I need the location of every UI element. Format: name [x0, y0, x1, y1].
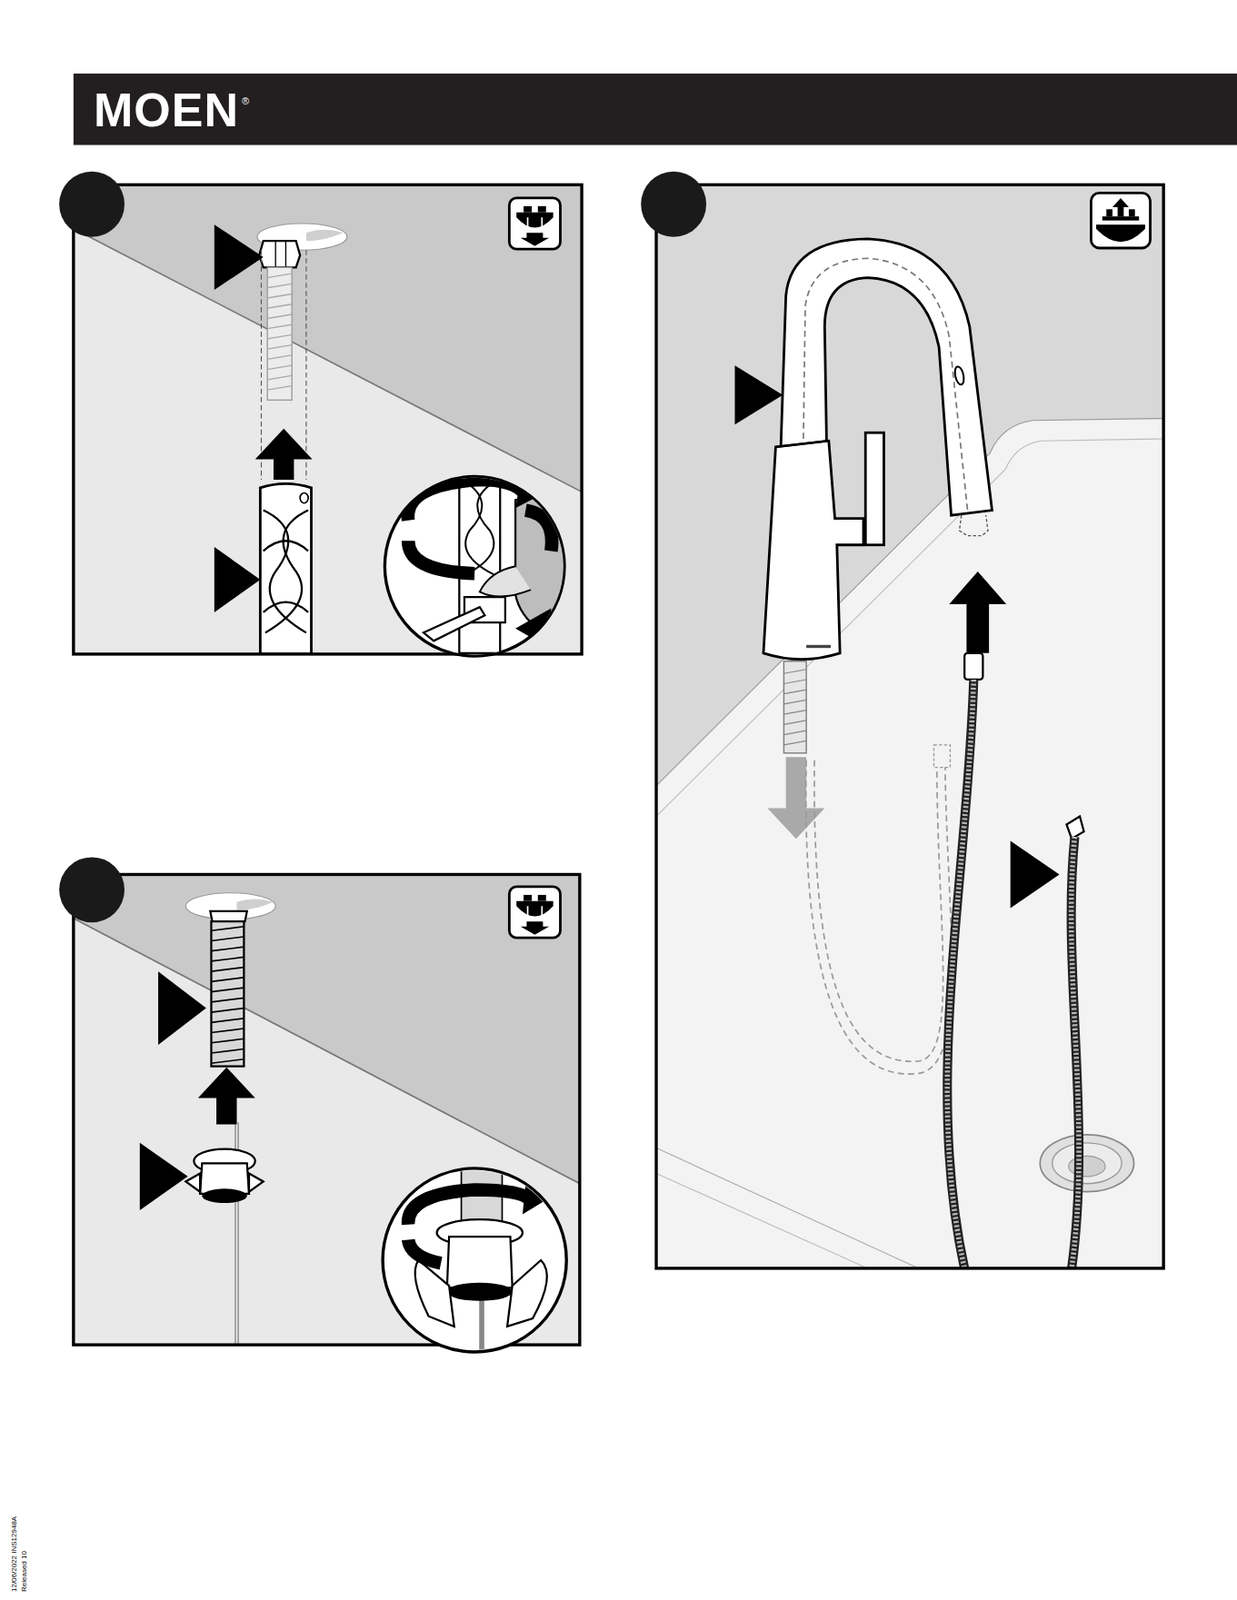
brand-logo: MOEN	[93, 86, 240, 134]
step-panel	[59, 857, 580, 1357]
step-panel	[59, 171, 582, 657]
document-code: 12/06/2022 INS12948A	[10, 1516, 19, 1593]
brand-logo: MOEN	[93, 86, 240, 134]
release-note: Released 10	[20, 1551, 29, 1593]
registered-mark: ®	[241, 96, 250, 107]
release-note: Released 10	[20, 1551, 29, 1593]
registered-mark: ®	[241, 96, 250, 107]
document-code: 12/06/2022 INS12948A	[10, 1516, 19, 1593]
header-bar	[73, 73, 1237, 146]
step-panel	[640, 171, 1164, 1269]
